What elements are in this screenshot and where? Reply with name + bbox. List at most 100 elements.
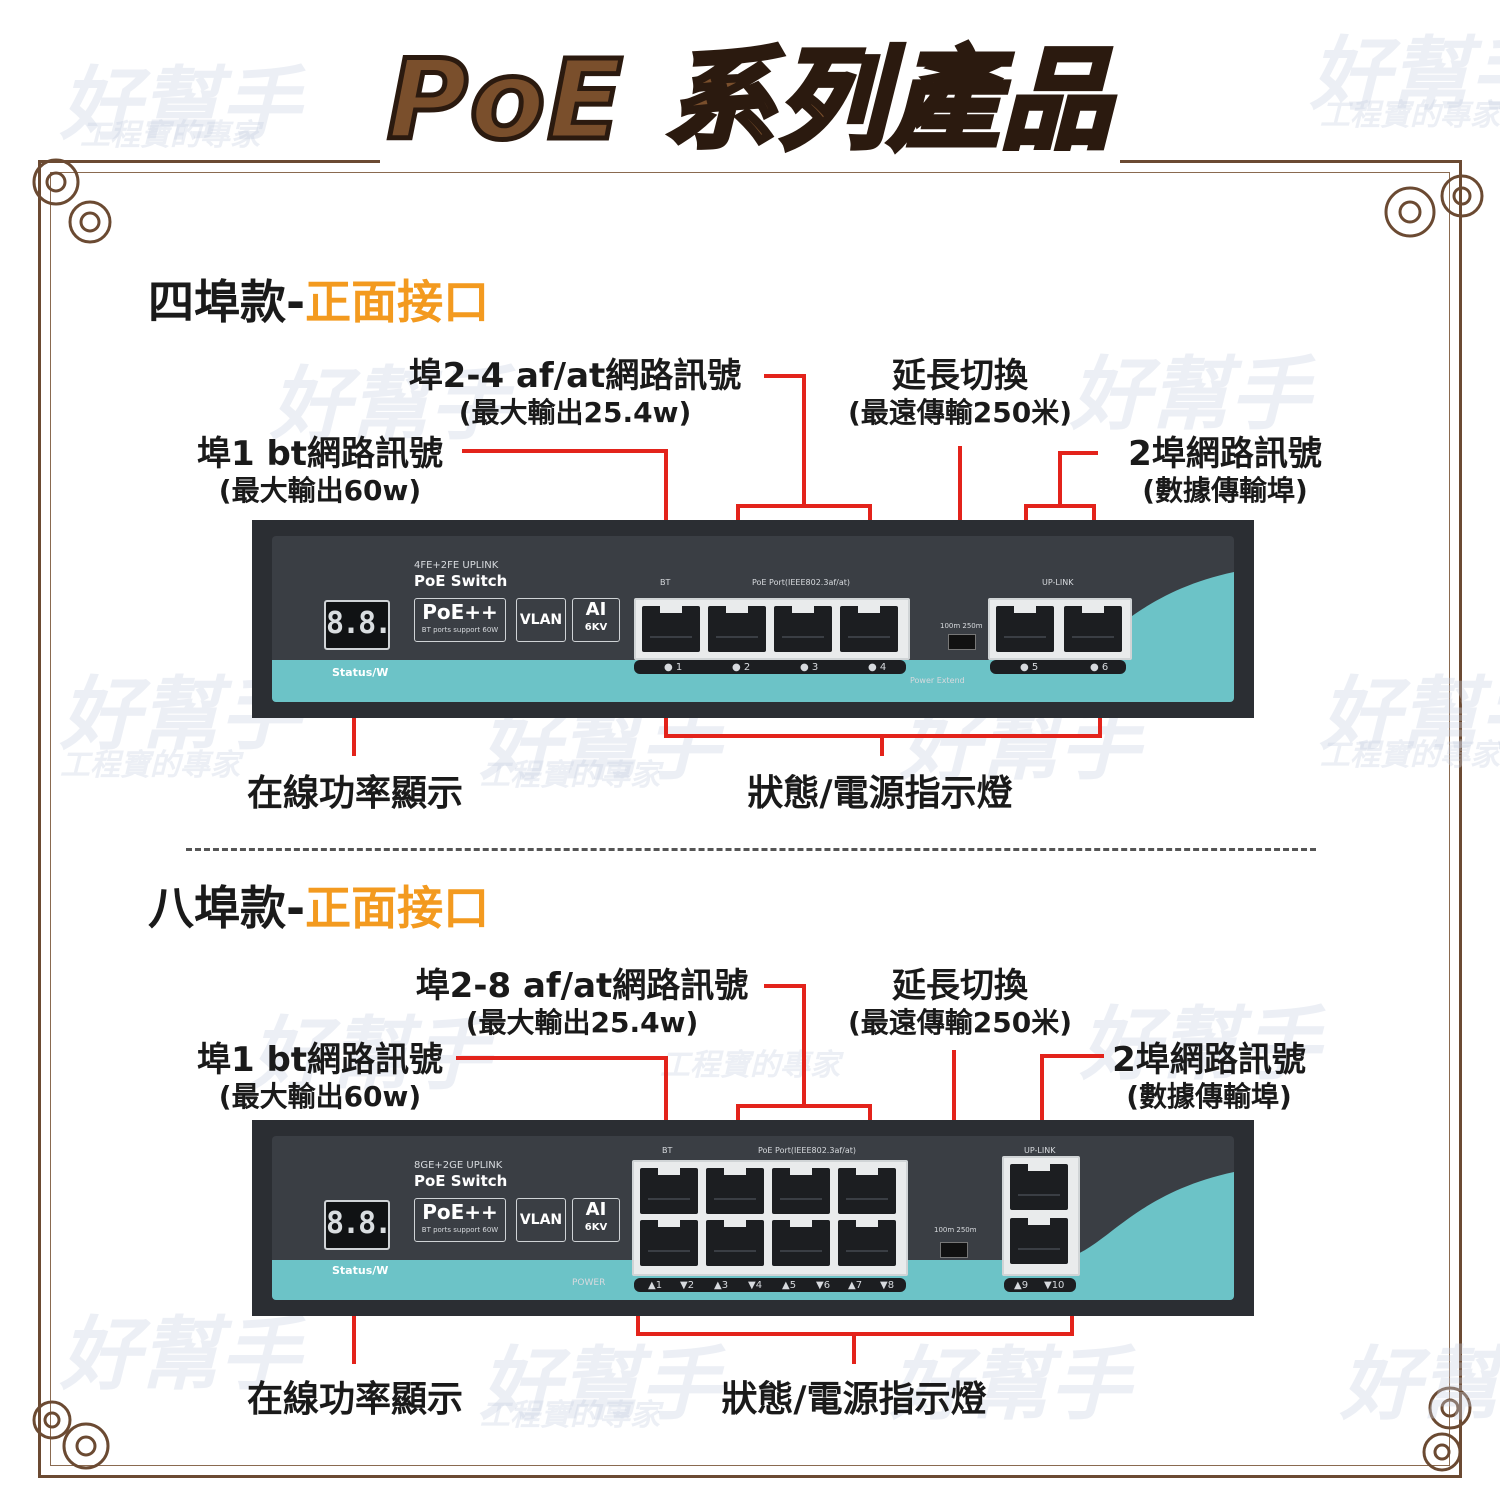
callout-line2: (最大輸出60w) — [218, 1080, 422, 1113]
poe-badge-sub: BT ports support 60W — [421, 626, 499, 634]
callout-ports-af: 埠2-4 af/at網路訊號 (最大輸出25.4w) — [405, 356, 745, 430]
poe-badge-text: PoE++ — [422, 1200, 498, 1224]
port-led-number: ● 5 — [1020, 662, 1039, 673]
poe-badge: PoE++ BT ports support 60W — [414, 1198, 506, 1242]
callout-status-led: 狀態/電源指示燈 — [747, 773, 1013, 814]
rj45-port-8[interactable] — [838, 1219, 896, 1266]
callout-line — [1040, 1054, 1044, 1142]
product-name: PoE Switch — [414, 572, 508, 590]
port-led-number: ▲9 — [1014, 1280, 1029, 1291]
poe-port-label: PoE Port(IEEE802.3af/at) — [758, 1146, 857, 1155]
callout-extend: 延長切換 (最遠傳輸250米) — [830, 356, 1090, 430]
callout-line1: 埠2-8 af/at網路訊號 — [415, 966, 749, 1006]
callout-line — [1040, 1054, 1104, 1058]
callout-line1: 埠1 bt網路訊號 — [196, 1040, 444, 1080]
port-led-strip: ▲1 ▼2 ▲3 ▼4 ▲5 ▼6 ▲7 ▼8 — [634, 1278, 906, 1292]
callout-line — [764, 374, 806, 378]
extend-toggle-switch[interactable] — [940, 1242, 968, 1258]
callout-line2: (最遠傳輸250米) — [847, 396, 1073, 429]
rj45-port-6[interactable] — [772, 1219, 830, 1266]
heading-prefix: 四埠款- — [148, 275, 306, 329]
heading-accent: 正面接口 — [305, 881, 490, 935]
status-label: Status/W — [332, 1264, 389, 1277]
gear-icon — [1422, 1386, 1472, 1472]
rj45-port-10[interactable] — [1010, 1217, 1068, 1264]
callout-line — [462, 449, 668, 453]
rj45-port-3[interactable] — [774, 605, 832, 652]
rj45-port-1[interactable] — [640, 1167, 698, 1214]
poe-port-label: PoE Port(IEEE802.3af/at) — [752, 578, 851, 587]
ai-badge-sub: 6KV — [584, 1222, 608, 1233]
poe-port-block — [634, 598, 910, 660]
callout-line — [852, 1332, 856, 1364]
callout-line — [456, 1056, 668, 1060]
callout-line — [664, 449, 668, 579]
panel-teal-shape — [272, 1172, 1234, 1300]
callout-extend: 延長切換 (最遠傳輸250米) — [830, 966, 1090, 1040]
toggle-label: 100m 250m — [940, 622, 983, 630]
uplink-port-block — [1002, 1156, 1080, 1276]
port-led-number: ▼2 — [680, 1280, 695, 1291]
vlan-badge: VLAN — [516, 1198, 566, 1242]
callout-line — [1024, 504, 1096, 508]
callout-line — [736, 504, 872, 508]
ai-badge: AI 6KV — [572, 598, 620, 642]
port-led-number: ▼10 — [1044, 1280, 1065, 1291]
gear-icon — [32, 158, 112, 244]
rj45-port-6[interactable] — [1064, 605, 1122, 652]
bt-label: BT — [660, 578, 671, 587]
rj45-port-9[interactable] — [1010, 1163, 1068, 1210]
bt-label: BT — [662, 1146, 673, 1155]
rj45-port-2[interactable] — [708, 605, 766, 652]
port-led-number: ● 2 — [732, 662, 751, 673]
callout-line — [1058, 451, 1098, 455]
callout-line1: 延長切換 — [892, 356, 1028, 396]
callout-ports-af: 埠2-8 af/at網路訊號 (最大輸出25.4w) — [412, 966, 752, 1040]
uplink-label: UP-LINK — [1024, 1146, 1056, 1155]
callout-line2: (最大輸出25.4w) — [465, 1006, 699, 1039]
section-heading-4port: 四埠款-正面接口 — [148, 274, 489, 330]
power-label: POWER — [572, 1278, 606, 1288]
rj45-port-7[interactable] — [838, 1167, 896, 1214]
callout-power-display: 在線功率顯示 — [246, 1379, 463, 1420]
switch-8port: 8GE+2GE UPLINK PoE Switch 8.8. Status/W … — [252, 1120, 1254, 1316]
uplink-port-block — [988, 598, 1132, 660]
section-divider — [186, 848, 1316, 851]
extend-toggle-switch[interactable] — [948, 634, 976, 650]
callout-uplink: 2埠網路訊號 (數據傳輸埠) — [1094, 1040, 1324, 1114]
uplink-label: UP-LINK — [1042, 578, 1074, 587]
callout-line — [1058, 451, 1062, 508]
heading-accent: 正面接口 — [305, 275, 490, 329]
callout-uplink: 2埠網路訊號 (數據傳輸埠) — [1110, 434, 1340, 508]
port-led-number: ● 6 — [1090, 662, 1109, 673]
callout-line — [802, 984, 806, 1108]
rj45-port-4[interactable] — [840, 605, 898, 652]
port-led-number: ▲1 — [648, 1280, 663, 1291]
rj45-port-5[interactable] — [996, 605, 1054, 652]
port-led-number: ▼6 — [816, 1280, 831, 1291]
ai-badge-sub: 6KV — [584, 622, 608, 633]
callout-status-led: 狀態/電源指示燈 — [721, 1379, 987, 1420]
vlan-badge: VLAN — [516, 598, 566, 642]
rj45-port-5[interactable] — [772, 1167, 830, 1214]
switch-4port: 4FE+2FE UPLINK PoE Switch 8.8. Status/W … — [252, 520, 1254, 718]
ai-badge-text: AI — [585, 599, 607, 620]
decorative-frame-inner — [50, 172, 1450, 1466]
power-led-display: 8.8. — [324, 1200, 392, 1250]
rj45-port-4[interactable] — [706, 1219, 764, 1266]
callout-line — [664, 1056, 668, 1140]
rj45-port-3[interactable] — [706, 1167, 764, 1214]
callout-line2: (數據傳輸埠) — [1142, 474, 1308, 507]
rj45-port-1[interactable] — [642, 605, 700, 652]
title-backdrop — [380, 40, 1120, 170]
switch-front-panel: 4FE+2FE UPLINK PoE Switch 8.8. Status/W … — [272, 536, 1234, 702]
port-led-number: ▲5 — [782, 1280, 797, 1291]
callout-line1: 2埠網路訊號 — [1112, 1040, 1306, 1080]
gear-icon — [32, 1400, 110, 1470]
callout-line — [802, 374, 806, 508]
rj45-port-2[interactable] — [640, 1219, 698, 1266]
callout-line2: (最遠傳輸250米) — [847, 1006, 1073, 1039]
callout-line1: 埠2-4 af/at網路訊號 — [408, 356, 742, 396]
poe-badge: PoE++ BT ports support 60W — [414, 598, 506, 642]
callout-line2: (數據傳輸埠) — [1126, 1080, 1292, 1113]
